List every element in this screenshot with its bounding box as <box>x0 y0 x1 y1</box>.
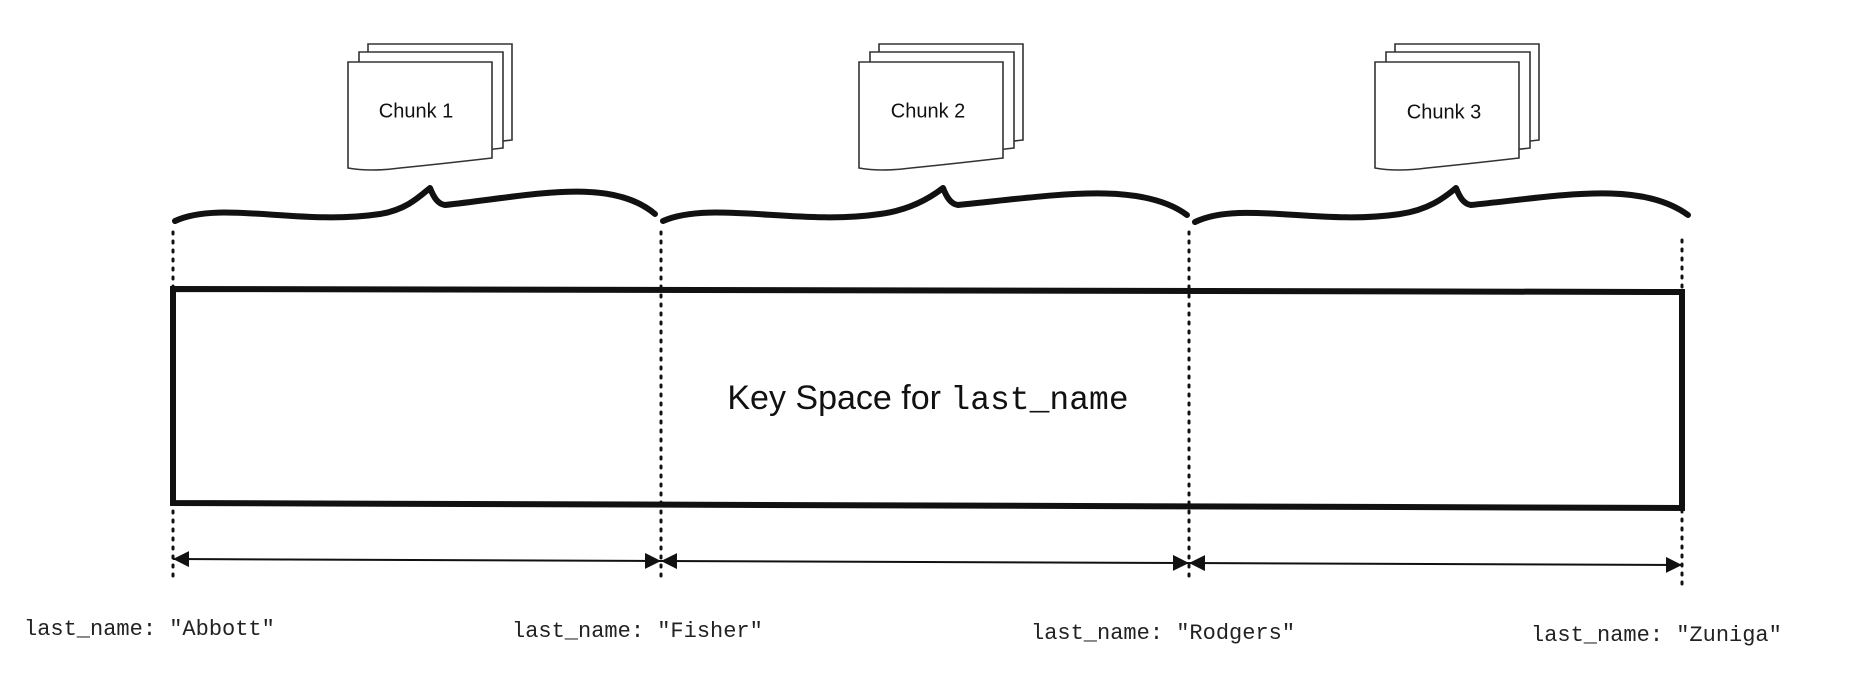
chunk-2-label: Chunk 2 <box>891 100 966 122</box>
chunk-2-brace <box>660 185 1190 224</box>
key-space-title-field: last_name <box>950 382 1128 419</box>
chunk-2-document-stack-icon: Chunk 2 <box>858 43 1024 171</box>
boundary-label-abbott: last_name: "Abbott" <box>24 617 275 642</box>
range-arrow-chunk-3 <box>1188 555 1683 573</box>
boundary-label-rodgers: last_name: "Rodgers" <box>1031 621 1295 646</box>
key-space-title-prefix: Key Space for <box>727 379 950 417</box>
key-space-box <box>170 285 1685 512</box>
range-arrow-chunk-2 <box>660 553 1190 571</box>
chunk-3-document-stack-icon: Chunk 3 <box>1374 43 1540 171</box>
chunk-1-label: Chunk 1 <box>379 100 454 122</box>
chunk-3-brace <box>1192 185 1691 225</box>
chunk-3-label: Chunk 3 <box>1407 101 1482 123</box>
chunk-1-document-stack-icon: Chunk 1 <box>347 43 513 171</box>
boundary-label-zuniga: last_name: "Zuniga" <box>1531 623 1782 648</box>
range-arrow-chunk-1 <box>172 551 662 569</box>
key-space-title: Key Space for last_name <box>727 379 1128 419</box>
chunk-1-brace <box>172 185 658 224</box>
boundary-label-fisher: last_name: "Fisher" <box>512 619 763 644</box>
